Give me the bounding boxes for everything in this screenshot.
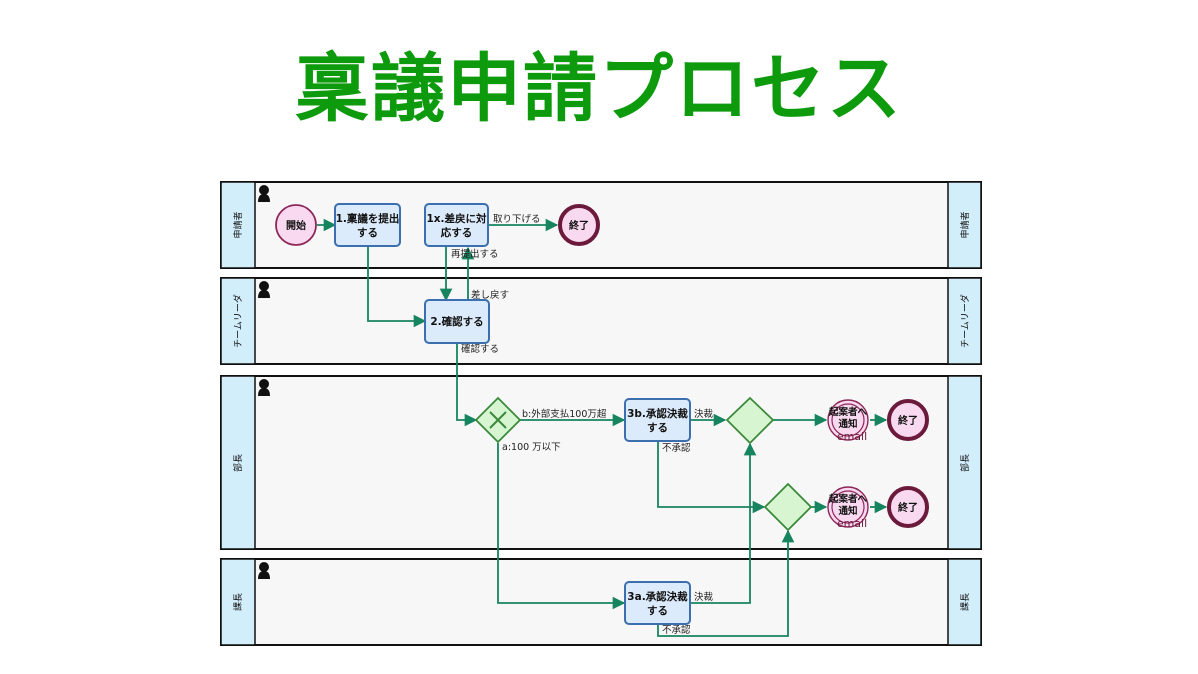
lane-label-leader-left: チームリーダ <box>232 294 244 348</box>
flow-label-under-100: a:100 万以下 <box>502 442 561 453</box>
task-approve-manager-label-1: 3a.承認決裁 <box>627 590 688 603</box>
notify-label-line1: 起案者へ <box>828 406 868 418</box>
flow-submit-confirm <box>367 246 427 328</box>
flow-reject-b-merge <box>657 441 766 514</box>
lane-label-leader-right: チームリーダ <box>959 294 971 348</box>
task-approve-manager-label-2: する <box>647 605 668 617</box>
lane-manager: 課長 課長 <box>220 558 982 646</box>
end-event-applicant[interactable]: 終了 <box>558 204 600 246</box>
flow-label-resubmit: 再提出する <box>451 248 499 260</box>
sequence-flows <box>317 218 888 637</box>
lane-label-manager-right: 課長 <box>959 593 971 611</box>
flow-label-return: 差し戻す <box>471 289 509 301</box>
task-respond[interactable]: 1x.差戻に対 応する <box>424 203 489 247</box>
lane-label-director-left: 部長 <box>232 454 244 472</box>
end-event-label: 終了 <box>898 501 918 514</box>
flow-label-approved-b: 決裁 <box>694 408 714 420</box>
task-confirm-label: 2.確認する <box>430 315 483 328</box>
flow-label-withdraw: 取り下げる <box>493 214 541 225</box>
notify-event-2[interactable]: 起案者へ 通知 email <box>827 486 869 530</box>
task-approve-director[interactable]: 3b.承認決裁 する <box>624 398 691 442</box>
notify-event-1[interactable]: 起案者へ 通知 email <box>827 399 869 443</box>
notify-label-line2: 通知 <box>838 505 857 517</box>
end-event-label: 終了 <box>569 219 589 232</box>
lane-label-applicant-right: 申請者 <box>959 211 971 238</box>
lane-leader: チームリーダ チームリーダ <box>220 277 982 365</box>
notify-label-line2: 通知 <box>838 418 857 430</box>
flow-label-rejected-a: 不承認 <box>662 624 691 636</box>
flow-gateway-approve-a <box>497 443 626 610</box>
merge-gateway-rejected[interactable] <box>763 482 813 532</box>
flow-reject-a-merge <box>657 529 795 637</box>
task-submit[interactable]: 1.稟議を提出 する <box>334 203 401 247</box>
page-title: 稟議申請プロセス <box>295 46 903 132</box>
task-approve-manager[interactable]: 3a.承認決裁 する <box>624 581 691 625</box>
start-event[interactable]: 開始 <box>275 204 317 246</box>
end-event-director-2[interactable]: 終了 <box>887 486 929 528</box>
x-icon <box>489 411 507 429</box>
flow-label-approved-a: 決裁 <box>694 591 714 603</box>
notify-label-sub: email <box>837 430 867 443</box>
lane-label-director-right: 部長 <box>959 454 971 472</box>
flow-label-rejected-b: 不承認 <box>662 442 691 454</box>
notify-label-sub: email <box>837 517 867 530</box>
flow-label-confirmed: 確認する <box>461 343 499 355</box>
task-approve-director-label-1: 3b.承認決裁 <box>627 407 688 420</box>
flow-confirm-gateway <box>456 343 478 427</box>
lane-applicant: 申請者 申請者 <box>220 181 982 269</box>
task-submit-label-2: する <box>357 227 378 239</box>
task-respond-label-1: 1x.差戻に対 <box>426 212 487 225</box>
exclusive-gateway[interactable] <box>474 396 522 444</box>
task-confirm[interactable]: 2.確認する <box>424 299 490 344</box>
task-approve-director-label-2: する <box>647 422 668 434</box>
end-event-label: 終了 <box>898 414 918 427</box>
flow-labels: 取り下げる 再提出する 差し戻す 確認する b:外部支払100万超 a:100 … <box>451 214 714 636</box>
flow-label-over-100: b:外部支払100万超 <box>522 408 607 420</box>
start-event-label: 開始 <box>286 219 306 232</box>
flow-approve-a-merge <box>690 442 757 604</box>
task-respond-label-2: 応する <box>441 226 473 239</box>
merge-gateway-approved[interactable] <box>725 396 775 445</box>
end-event-director-1[interactable]: 終了 <box>887 399 929 441</box>
task-submit-label-1: 1.稟議を提出 <box>336 212 400 225</box>
lane-label-applicant-left: 申請者 <box>232 211 244 238</box>
notify-label-line1: 起案者へ <box>828 493 868 505</box>
lane-label-manager-left: 課長 <box>232 593 244 611</box>
